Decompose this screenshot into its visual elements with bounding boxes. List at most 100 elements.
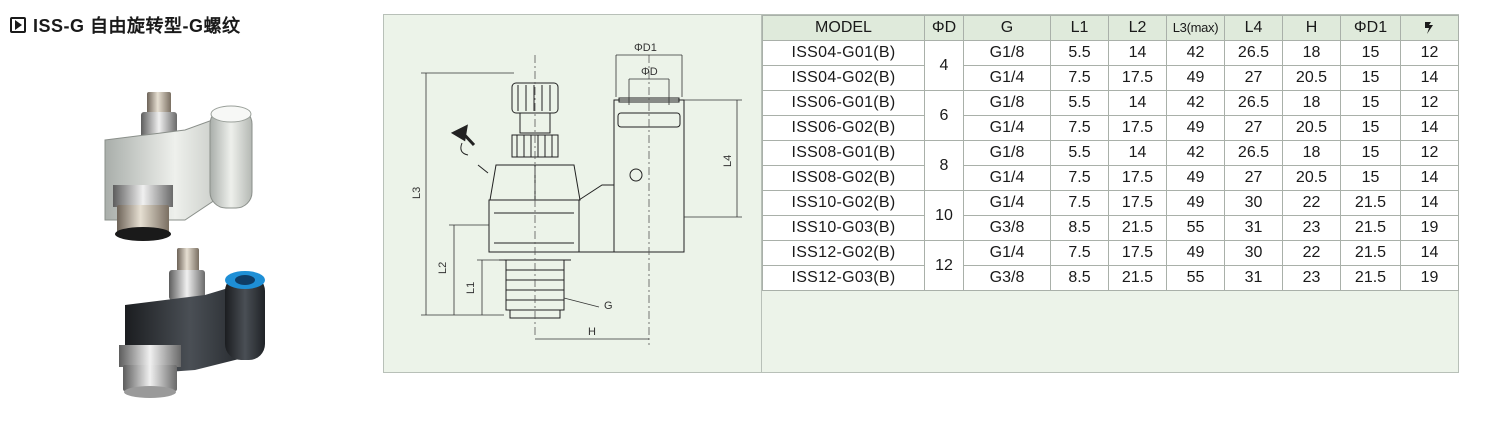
cell-l4: 27 [1224,165,1283,191]
cell-g: G3/8 [963,215,1051,241]
cell-g: G1/4 [963,165,1051,191]
cell-l2: 14 [1108,90,1167,116]
cell-model: ISS10-G02(B) [762,190,925,216]
cell-h: 20.5 [1282,165,1341,191]
cell-l3max: 55 [1166,265,1225,291]
cell-d: 8 [924,140,964,191]
cell-l2: 17.5 [1108,65,1167,91]
cell-l3max: 42 [1166,90,1225,116]
spec-table-area: MODEL ΦD G L1 L2 L3(max) L4 H ΦD1 I [762,15,1459,372]
cell-l1: 7.5 [1050,165,1109,191]
cell-l1: 7.5 [1050,115,1109,141]
cell-l4: 30 [1224,190,1283,216]
cell-h: 23 [1282,265,1341,291]
spec-panel: ΦD1 ΦD L3 L4 L2 L1 G H MODEL ΦD G L1 [383,14,1459,373]
cell-g: G1/4 [963,115,1051,141]
cell-h: 23 [1282,215,1341,241]
cell-model: ISS08-G01(B) [762,140,925,166]
cell-h: 22 [1282,190,1341,216]
cell-model: ISS06-G01(B) [762,90,925,116]
label-l2: L2 [437,262,449,274]
cell-l3max: 42 [1166,40,1225,66]
header-d: ΦD [924,15,964,41]
header-l4: L4 [1224,15,1283,41]
section-title: ISS-G 自由旋转型-G螺纹 [10,12,241,38]
spec-table: MODEL ΦD G L1 L2 L3(max) L4 H ΦD1 I [762,15,1459,291]
cell-l2: 21.5 [1108,265,1167,291]
cell-g: G1/8 [963,40,1051,66]
label-d: ΦD [641,66,658,78]
cell-model: ISS10-G03(B) [762,215,925,241]
cell-l4: 27 [1224,65,1283,91]
cell-l3max: 42 [1166,140,1225,166]
cell-d1: 21.5 [1340,190,1401,216]
cell-h: 18 [1282,90,1341,116]
cell-l2: 17.5 [1108,240,1167,266]
cell-wrench-size: 14 [1400,190,1459,216]
cell-wrench-size: 19 [1400,265,1459,291]
cell-l3max: 55 [1166,215,1225,241]
cell-l1: 7.5 [1050,65,1109,91]
label-l4: L4 [722,155,734,167]
wrench-icon [450,124,489,174]
cell-d1: 15 [1340,140,1401,166]
cell-h: 20.5 [1282,65,1341,91]
black-speed-controller-fitting [119,248,265,398]
cell-wrench-size: 14 [1400,165,1459,191]
cell-l1: 5.5 [1050,90,1109,116]
header-l1: L1 [1050,15,1109,41]
cell-l4: 26.5 [1224,140,1283,166]
cell-d1: 21.5 [1340,215,1401,241]
cell-h: 22 [1282,240,1341,266]
cell-g: G1/8 [963,90,1051,116]
header-d1: ΦD1 [1340,15,1401,41]
cell-model: ISS12-G03(B) [762,265,925,291]
cell-l2: 14 [1108,40,1167,66]
cell-l2: 17.5 [1108,190,1167,216]
header-l3max: L3(max) [1166,15,1225,41]
cell-l2: 17.5 [1108,165,1167,191]
cell-d1: 15 [1340,90,1401,116]
header-wrench [1400,15,1459,41]
cell-h: 18 [1282,140,1341,166]
cell-l2: 17.5 [1108,115,1167,141]
cell-model: ISS04-G02(B) [762,65,925,91]
cell-g: G3/8 [963,265,1051,291]
cell-l4: 31 [1224,265,1283,291]
cell-l1: 8.5 [1050,215,1109,241]
cell-wrench-size: 14 [1400,65,1459,91]
cell-wrench-size: 12 [1400,90,1459,116]
cell-d1: 21.5 [1340,240,1401,266]
cell-model: ISS06-G02(B) [762,115,925,141]
cell-d1: 15 [1340,165,1401,191]
cell-l3max: 49 [1166,115,1225,141]
cell-l2: 21.5 [1108,215,1167,241]
cell-l4: 31 [1224,215,1283,241]
cell-d1: 21.5 [1340,265,1401,291]
cell-d1: 15 [1340,65,1401,91]
cell-wrench-size: 12 [1400,140,1459,166]
play-icon [10,17,26,33]
cell-l2: 14 [1108,140,1167,166]
cell-d: 4 [924,40,964,91]
cell-g: G1/4 [963,190,1051,216]
cell-l4: 30 [1224,240,1283,266]
cell-l3max: 49 [1166,65,1225,91]
cell-l4: 26.5 [1224,90,1283,116]
cell-l1: 7.5 [1050,190,1109,216]
label-h: H [588,326,596,338]
cell-l3max: 49 [1166,240,1225,266]
cell-g: G1/8 [963,140,1051,166]
header-h: H [1282,15,1341,41]
cell-l1: 8.5 [1050,265,1109,291]
cell-l4: 26.5 [1224,40,1283,66]
cell-g: G1/4 [963,240,1051,266]
cell-l1: 5.5 [1050,40,1109,66]
